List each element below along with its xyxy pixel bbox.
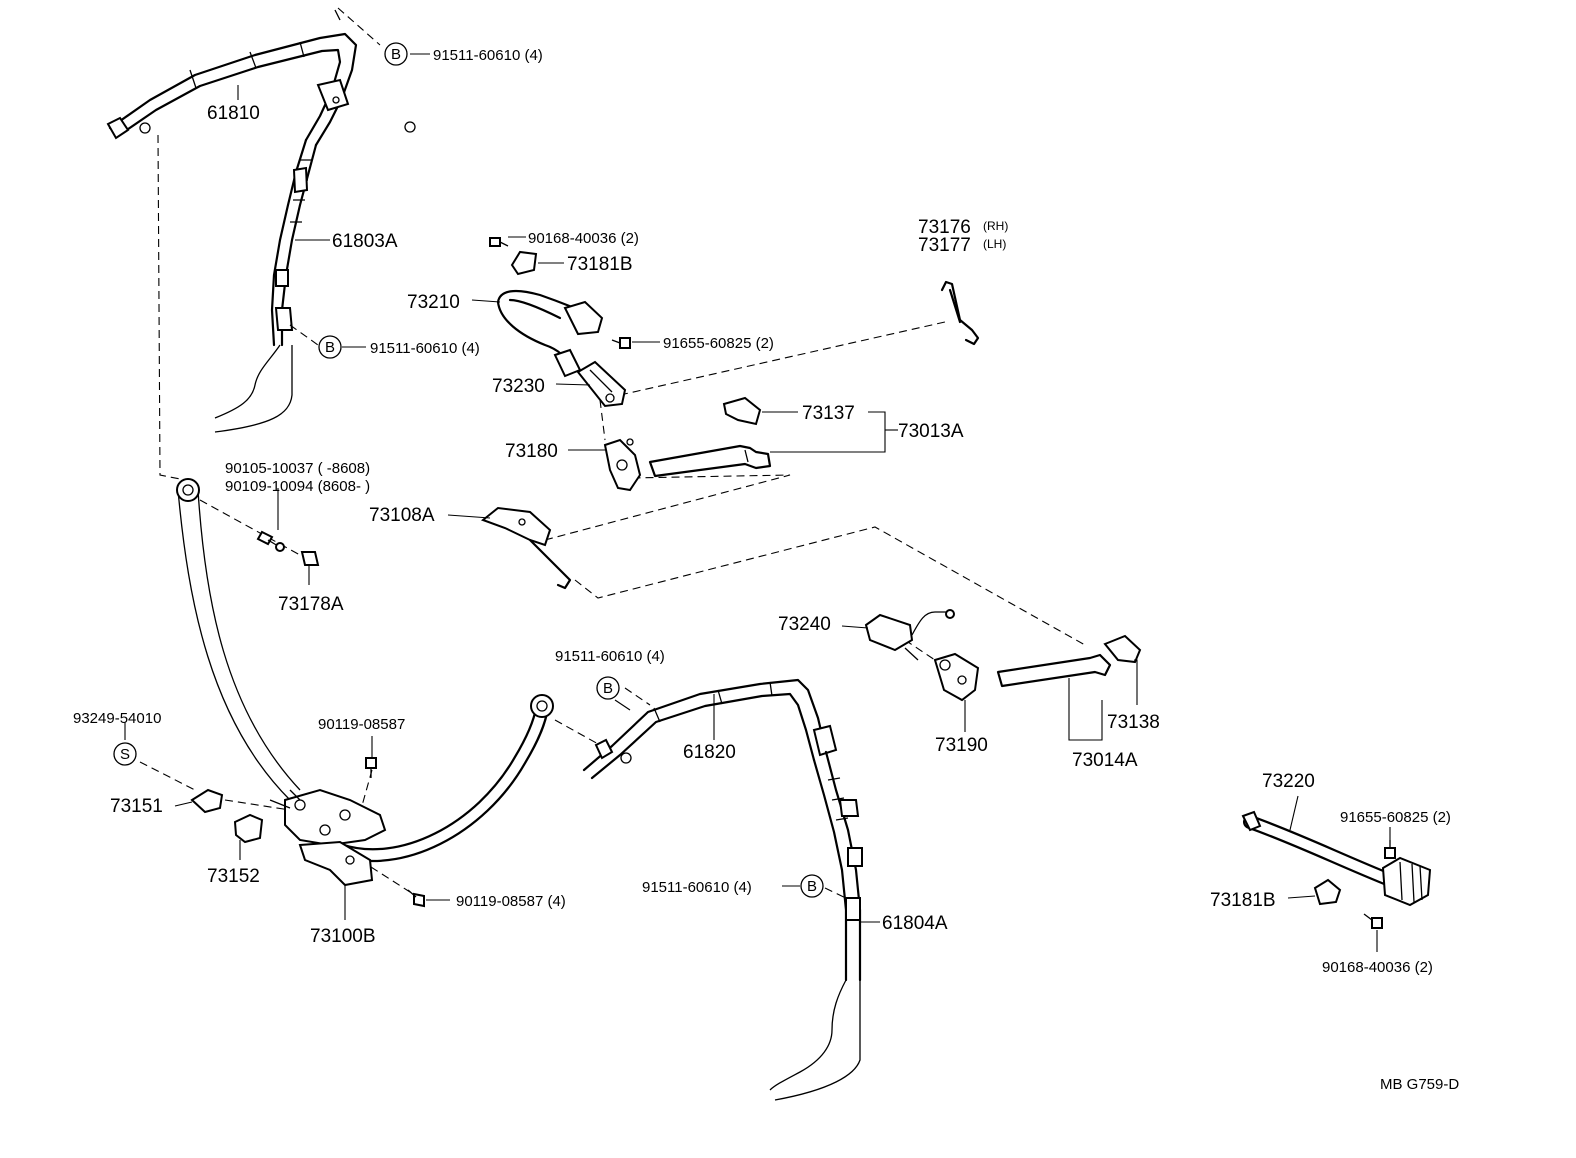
label-screw-91655-top: 91655-60825 (2) [663, 335, 774, 352]
buckle-73240 [864, 609, 955, 661]
label-73176: 73176 [918, 217, 971, 238]
label-73210: 73210 [407, 292, 460, 313]
label-screw-90119-bottom: 90119-08587 (4) [456, 893, 566, 910]
screw-90119-bottom-icon [407, 889, 425, 908]
symbol-b-right-label: B [807, 878, 817, 895]
label-73100B: 73100B [310, 926, 376, 947]
label-93249: 93249-54010 [73, 710, 161, 727]
label-screw-90168-right: 90168-40036 (2) [1322, 959, 1433, 976]
diagram-code: MB G759-D [1380, 1076, 1459, 1093]
label-screw-90168-top: 90168-40036 (2) [528, 230, 639, 247]
guide-line-90119-bottom [359, 859, 411, 893]
guide-line-top [337, 7, 381, 46]
guide-line-73180 [599, 399, 606, 441]
label-73220: 73220 [1262, 771, 1315, 792]
label-61803A: 61803A [332, 231, 398, 252]
label-73177-side: (LH) [983, 237, 1006, 251]
label-73178A: 73178A [278, 594, 344, 615]
label-bolt-lower: 91511-60610 (4) [555, 648, 665, 665]
label-61804A: 61804A [882, 913, 948, 934]
guide-line-73230 [619, 321, 946, 396]
label-73151: 73151 [110, 796, 163, 817]
guide-line-bolt-mid [289, 324, 319, 346]
bracket-73176-73177 [940, 280, 980, 346]
symbol-s: S [113, 742, 137, 766]
belt-73210 [496, 289, 604, 378]
label-73013A: 73013A [898, 421, 964, 442]
cover-73013A [648, 444, 772, 478]
guide-line-61804 [624, 687, 651, 706]
symbol-b-top-label: B [391, 46, 401, 63]
cover-73014A [996, 653, 1112, 688]
cover-73138 [1103, 634, 1142, 664]
label-bolt-90105: 90105-10037 ( -8608) [225, 460, 370, 477]
guide-line-bolt-right [824, 887, 851, 901]
bracket-73108A [480, 506, 572, 590]
guide-line-73178 [199, 499, 301, 556]
label-73138: 73138 [1107, 712, 1160, 733]
rear-belt-73220 [1241, 810, 1432, 907]
screw-90119-top-icon [365, 757, 377, 778]
retractor-73100B [269, 788, 387, 887]
outer-belt-strap [176, 478, 301, 801]
label-61810: 61810 [207, 103, 260, 124]
roof-rail-trim-61810 [106, 9, 416, 147]
label-73152: 73152 [207, 866, 260, 887]
label-bolt-right: 91511-60610 (4) [642, 879, 752, 896]
label-73180: 73180 [505, 441, 558, 462]
screw-91655-top-icon [611, 337, 631, 349]
cover-73181B-top [510, 250, 538, 276]
label-73108A: 73108A [369, 505, 435, 526]
symbol-b-mid-label: B [325, 339, 335, 356]
label-73230: 73230 [492, 376, 545, 397]
label-73137: 73137 [802, 403, 855, 424]
spacer-73178A [300, 551, 320, 566]
label-bolt-mid: 91511-60610 (4) [370, 340, 480, 357]
label-73181B-right: 73181B [1210, 890, 1276, 911]
symbol-b-right: B [800, 874, 824, 898]
guide-line-61820 [554, 719, 601, 746]
symbol-b-top: B [384, 42, 408, 66]
guide-line-long [574, 526, 1086, 646]
leader-lines [124, 53, 1391, 952]
label-bolt-90109: 90109-10094 (8608- ) [225, 478, 370, 495]
cover-73181B-right [1313, 878, 1342, 906]
cover-73151 [190, 788, 224, 814]
screw-90168-right-icon [1363, 913, 1383, 929]
guide-line-73151 [139, 761, 196, 791]
cover-73137 [722, 396, 762, 426]
symbol-b-lower-label: B [603, 680, 613, 697]
label-73240: 73240 [778, 614, 831, 635]
guide-line-73108 [544, 474, 791, 541]
cover-73152 [233, 813, 264, 844]
center-pillar-trim-61803A [214, 138, 318, 433]
label-61820: 61820 [683, 742, 736, 763]
label-screw-91655-right: 91655-60825 (2) [1340, 809, 1451, 826]
center-pillar-trim-61804A [769, 750, 863, 1101]
label-73181B-top: 73181B [567, 254, 633, 275]
symbol-b-mid: B [318, 335, 342, 359]
label-73177: 73177 [918, 235, 971, 256]
label-73190: 73190 [935, 735, 988, 756]
lower-belt-strap [333, 694, 554, 863]
label-screw-90119-top: 90119-08587 [318, 716, 405, 733]
label-bolt-top: 91511-60610 (4) [433, 47, 543, 64]
screw-90168-top-icon [489, 237, 509, 247]
guide-line-73240 [904, 639, 936, 661]
guide-line-73152 [224, 799, 291, 811]
buckle-73230 [576, 360, 627, 408]
symbol-s-label: S [120, 746, 130, 763]
guide-line-left [157, 134, 186, 481]
roof-rail-trim-61820 [582, 678, 838, 780]
label-73176-side: (RH) [983, 219, 1008, 233]
anchor-73190 [933, 652, 980, 702]
symbol-b-lower: B [596, 676, 620, 700]
screw-91655-right-icon [1384, 840, 1396, 859]
anchor-73180 [603, 438, 642, 492]
label-73014A: 73014A [1072, 750, 1138, 771]
bolt-90105-icon [256, 530, 285, 552]
